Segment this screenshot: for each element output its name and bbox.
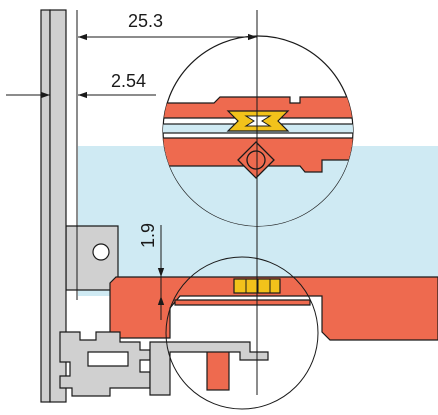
dim-offset-label: 1.9 — [138, 223, 158, 248]
bracket-hole — [92, 243, 110, 261]
lower-magnifier — [165, 256, 319, 410]
lower-detail-circle — [174, 299, 311, 306]
clip-part — [149, 341, 269, 396]
connector-body — [109, 276, 438, 341]
rail-left — [40, 9, 51, 403]
dim-pitch-label: 2.54 — [111, 71, 146, 91]
dim-top-label: 25.3 — [128, 11, 163, 31]
rail-right — [49, 9, 67, 403]
mounting-bracket — [65, 225, 119, 291]
profile-slot — [87, 351, 129, 367]
